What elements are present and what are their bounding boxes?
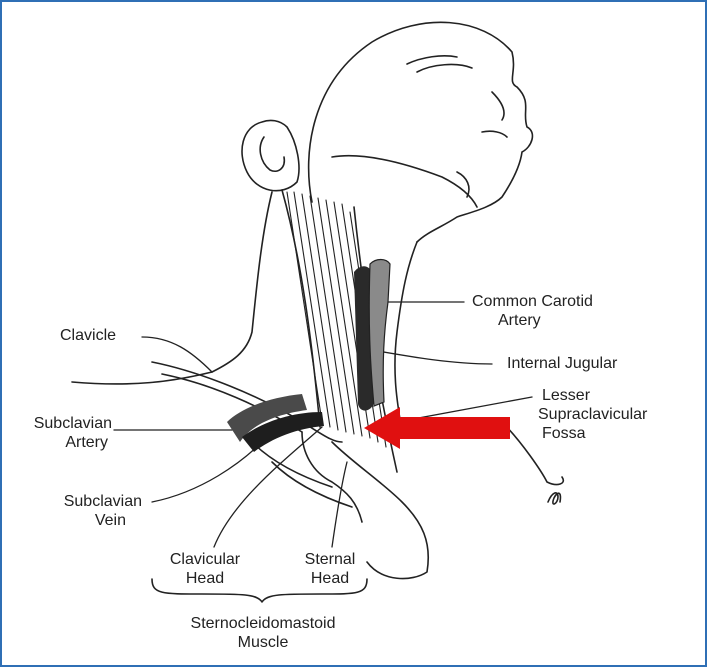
leader-subclavian-vein	[152, 442, 262, 502]
label-subclavian-vein: Subclavian Vein	[32, 492, 142, 530]
label-sternocleidomastoid-muscle: Sternocleidomastoid Muscle	[152, 614, 374, 652]
label-internal-jugular: Internal Jugular	[507, 354, 617, 373]
red-arrow	[364, 407, 510, 449]
mouth-line	[482, 131, 507, 137]
signature-scribble	[548, 493, 560, 504]
label-clavicle: Clavicle	[60, 326, 116, 345]
label-sternal-head: Sternal Head	[282, 550, 378, 588]
neck-front	[395, 242, 417, 432]
neck-back	[212, 192, 272, 372]
nose-line	[492, 92, 504, 120]
jaw-line	[332, 156, 477, 207]
eye-line	[417, 65, 472, 72]
label-clavicular-head: Clavicular Head	[150, 550, 260, 588]
label-lesser-supraclavicular-fossa: Lesser Supraclavicular Fossa	[542, 386, 647, 443]
common-carotid-artery-shape	[369, 260, 390, 407]
label-subclavian-artery: Subclavian Artery	[16, 414, 112, 452]
label-common-carotid: Common Carotid Artery	[472, 292, 593, 330]
shoulder-line	[72, 372, 212, 384]
leader-clavicle	[142, 337, 212, 372]
leader-internal-jugular	[372, 350, 492, 364]
ear	[242, 120, 299, 190]
eyebrow-line	[407, 56, 457, 64]
